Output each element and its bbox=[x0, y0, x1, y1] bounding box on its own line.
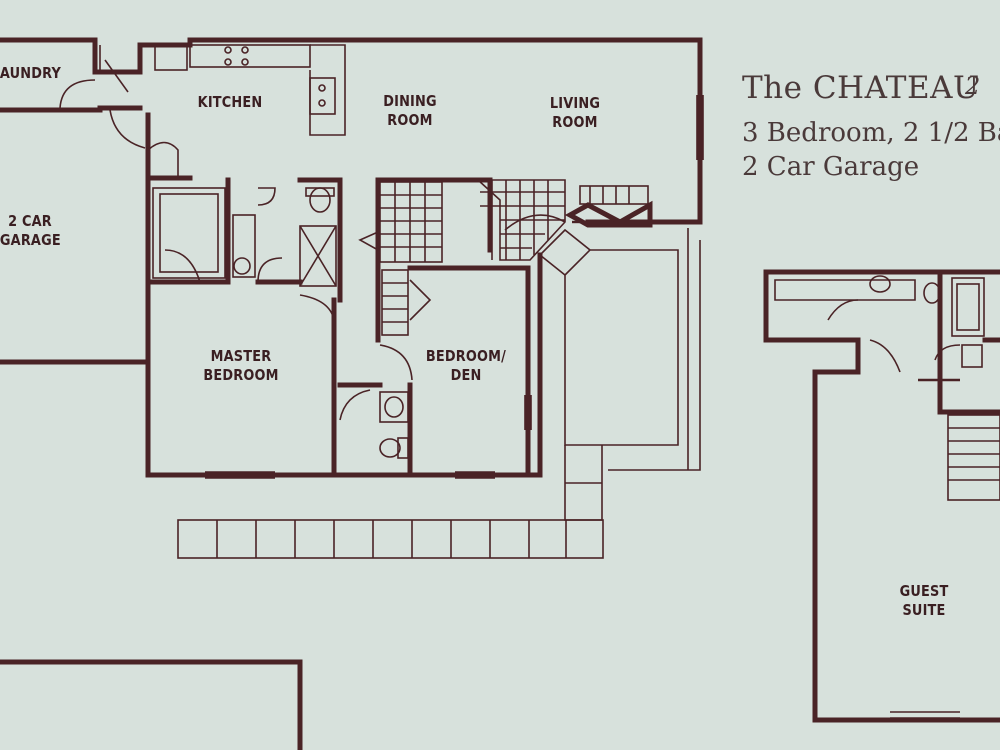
guest-suite-walls bbox=[763, 269, 1000, 723]
master-bath bbox=[152, 187, 337, 321]
plan-title-mark: 2 bbox=[965, 72, 981, 100]
label-laundry: AUNDRY bbox=[0, 64, 62, 83]
label-living-room: LIVING ROOM bbox=[541, 94, 610, 132]
kitchen-counters bbox=[59, 44, 346, 178]
label-garage: 2 CAR GARAGE bbox=[0, 212, 61, 250]
label-dining-room: DINING ROOM bbox=[376, 92, 445, 130]
label-guest-line2: SUITE bbox=[902, 601, 946, 619]
label-dining-line2: ROOM bbox=[387, 111, 433, 129]
fireplace bbox=[564, 185, 653, 228]
label-guest-suite: GUEST SUITE bbox=[890, 582, 957, 620]
label-bedroom-line2: DEN bbox=[450, 366, 482, 384]
entry-tile bbox=[475, 179, 566, 261]
label-master-line2: BEDROOM bbox=[203, 366, 279, 384]
plan-title: The CHATEAU bbox=[742, 70, 980, 106]
label-living-line2: ROOM bbox=[552, 113, 598, 131]
label-garage-line2: GARAGE bbox=[0, 231, 61, 249]
label-laundry-text: AUNDRY bbox=[0, 64, 62, 82]
label-kitchen-text: KITCHEN bbox=[197, 93, 263, 111]
label-bedroom-line1: BEDROOM/ bbox=[425, 347, 507, 365]
stairs bbox=[379, 181, 443, 336]
plan-subtitle-garage: 2 Car Garage bbox=[742, 152, 920, 182]
plan-subtitle-bedrooms: 3 Bedroom, 2 1/2 Ba bbox=[742, 118, 1000, 148]
interior-walls bbox=[145, 177, 531, 478]
label-garage-line1: 2 CAR bbox=[8, 212, 52, 230]
label-master-bedroom: MASTER BEDROOM bbox=[201, 347, 280, 385]
label-living-line1: LIVING bbox=[549, 94, 601, 112]
hall-bath bbox=[339, 230, 413, 459]
porch-walkway bbox=[177, 228, 701, 559]
label-guest-line1: GUEST bbox=[899, 582, 949, 600]
label-bedroom-den: BEDROOM/ DEN bbox=[423, 347, 509, 385]
main-house-walls bbox=[0, 37, 703, 750]
label-dining-line1: DINING bbox=[383, 92, 437, 110]
label-kitchen: KITCHEN bbox=[196, 93, 265, 112]
label-master-line1: MASTER bbox=[210, 347, 272, 365]
